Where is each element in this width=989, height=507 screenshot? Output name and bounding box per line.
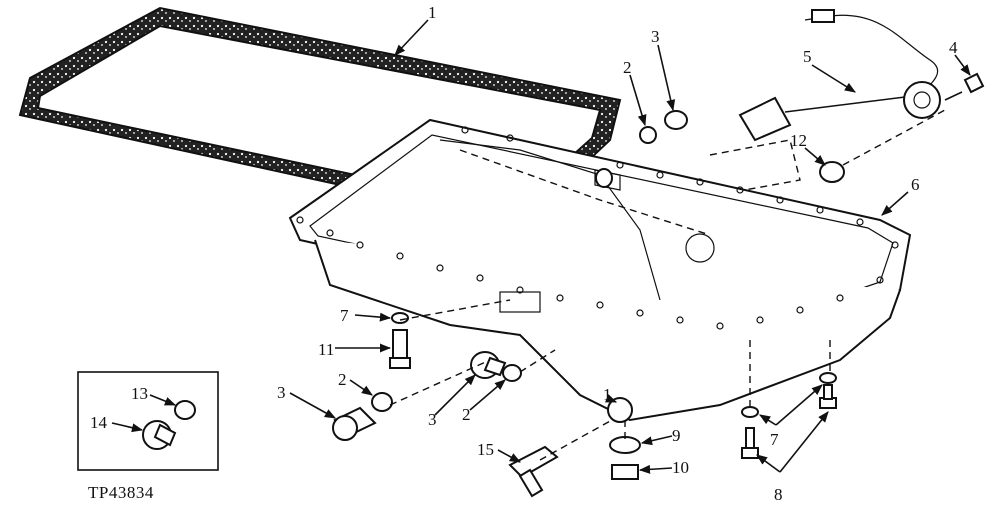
callout-3-top: 3 (651, 27, 660, 46)
callout-2-top: 2 (623, 58, 632, 77)
callout-7-right: 7 (770, 430, 779, 449)
washer-left (391, 312, 409, 324)
drain-cap-10 (611, 464, 639, 480)
inset-o-ring (174, 400, 196, 420)
cap-screw-right-upper (819, 384, 837, 409)
callout-11: 11 (318, 340, 334, 359)
o-ring-middle (502, 364, 522, 382)
callout-15: 15 (477, 440, 494, 459)
callout-6: 6 (911, 175, 920, 194)
washer-right-lower (741, 406, 759, 418)
callout-1-valve: 1 (603, 385, 612, 404)
callout-5: 5 (803, 47, 812, 66)
leader-lines (111, 19, 971, 474)
inset-detail-box (77, 371, 219, 471)
o-ring-sensor (819, 161, 845, 183)
callout-4: 4 (949, 38, 958, 57)
callout-labels: 1 2 3 4 5 6 12 7 11 2 3 3 2 1 9 10 15 7 … (90, 3, 958, 504)
callout-2-middle: 2 (462, 405, 471, 424)
assembly-lines (389, 109, 946, 461)
callout-7-left: 7 (340, 306, 349, 325)
drain-valve (607, 397, 633, 423)
drain-plug-middle (470, 351, 507, 379)
callout-9: 9 (672, 426, 681, 445)
figure-code: TP43834 (88, 483, 154, 502)
plug-top (664, 110, 688, 130)
o-ring-left (371, 392, 393, 412)
callout-3-left: 3 (277, 383, 286, 402)
cap-screw-left (389, 329, 411, 369)
o-ring-top (639, 126, 657, 144)
pan-bolt-holes (296, 126, 899, 330)
callout-12: 12 (790, 131, 807, 150)
oil-level-sensor (738, 9, 941, 142)
callout-2-left: 2 (338, 370, 347, 389)
callout-14: 14 (90, 413, 108, 432)
callout-13: 13 (131, 384, 148, 403)
callout-1-gasket: 1 (428, 3, 437, 22)
drain-plug-left (332, 406, 377, 441)
callout-10: 10 (672, 458, 689, 477)
callout-8: 8 (774, 485, 783, 504)
washer-right-upper (819, 372, 837, 384)
sensor-bolt (944, 72, 985, 101)
oil-pan (288, 118, 912, 422)
washer-9 (609, 436, 641, 454)
callout-3-middle: 3 (428, 410, 437, 429)
fitting-top (595, 168, 613, 188)
drain-fitting (508, 445, 559, 498)
cap-screw-right-lower (741, 427, 759, 459)
